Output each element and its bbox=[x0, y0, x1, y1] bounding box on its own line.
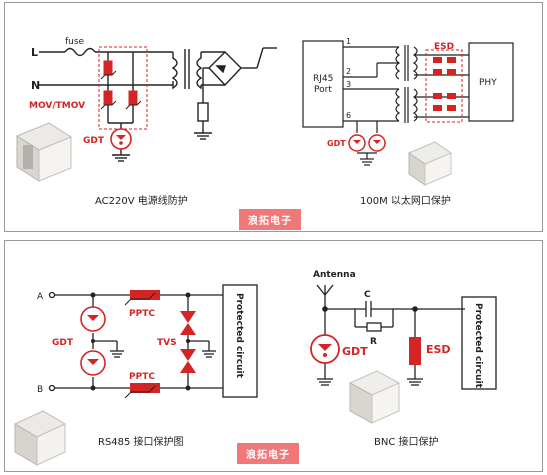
tvs-label: TVS bbox=[157, 338, 177, 348]
pin-1-label: 1 bbox=[346, 37, 351, 46]
rs485-tvs-diodes bbox=[180, 311, 196, 373]
antenna-label: Antenna bbox=[313, 270, 356, 280]
gdt-component-image-rs485 bbox=[13, 410, 67, 466]
gdt-component-image-ac bbox=[15, 122, 73, 182]
rs485-caption: RS485 接口保护图 bbox=[98, 437, 184, 448]
ethernet-gdt-symbols bbox=[348, 134, 386, 152]
resistor-label: R bbox=[370, 337, 377, 347]
bnc-caption: BNC 接口保护 bbox=[374, 437, 439, 448]
ethernet-gdt-label: GDT bbox=[327, 139, 346, 148]
top-panel: L N fuse MOV/TMOV GDT bbox=[4, 2, 543, 232]
esd-dashed-box bbox=[425, 49, 463, 123]
neutral-label: N bbox=[31, 79, 40, 92]
pptc-top-label: PPTC bbox=[129, 309, 155, 319]
pin-6-label: 6 bbox=[346, 111, 351, 120]
top-diagram-svg: L N fuse MOV/TMOV GDT bbox=[15, 37, 514, 186]
bnc-esd-component bbox=[409, 337, 421, 365]
esd-label: ESD bbox=[434, 42, 454, 52]
port-label: Port bbox=[314, 85, 332, 95]
ethernet-caption: 100M 以太网口保护 bbox=[360, 196, 451, 207]
ethernet-esd-diodes bbox=[433, 57, 456, 111]
rs485-gdt-label: GDT bbox=[52, 338, 74, 348]
rj45-label: RJ45 bbox=[313, 74, 333, 84]
fuse-label: fuse bbox=[65, 37, 85, 47]
mov-label: MOV/TMOV bbox=[29, 101, 85, 111]
brand-badge-bottom: 浪拓电子 bbox=[237, 443, 299, 464]
rs485-b-label: B bbox=[37, 385, 43, 395]
rs485-gdt-symbols bbox=[80, 306, 106, 376]
bnc-gdt-label: GDT bbox=[342, 345, 368, 358]
bnc-circuit bbox=[316, 284, 497, 390]
pptc-bottom-label: PPTC bbox=[129, 372, 155, 382]
bnc-dots bbox=[322, 306, 418, 312]
rs485-a-label: A bbox=[37, 292, 44, 302]
mov-dashed-box bbox=[98, 46, 148, 130]
pin-2-label: 2 bbox=[346, 67, 351, 76]
ac-gdt-label: GDT bbox=[83, 136, 105, 146]
bnc-protected-label: Protected circuit bbox=[473, 303, 483, 389]
rs485-dots bbox=[90, 292, 191, 391]
gdt-component-image-ethernet bbox=[407, 141, 453, 186]
line-label: L bbox=[31, 46, 38, 59]
bnc-esd-label: ESD bbox=[426, 343, 451, 356]
bottom-panel: A B GDT PPTC PPTC TVS Protected circuit bbox=[4, 240, 543, 472]
ac-power-circuit bbox=[39, 47, 277, 162]
rs485-protected-label: Protected circuit bbox=[234, 293, 244, 379]
pin-3-label: 3 bbox=[346, 80, 351, 89]
ac-caption: AC220V 电源线防护 bbox=[95, 196, 188, 207]
bottom-diagram-svg: A B GDT PPTC PPTC TVS Protected circuit bbox=[13, 270, 497, 466]
mov-varistors bbox=[100, 60, 142, 110]
bnc-gdt-symbol bbox=[310, 334, 340, 364]
rs485-pptc bbox=[124, 290, 160, 399]
capacitor-label: C bbox=[364, 290, 371, 300]
ac-gdt-symbol bbox=[110, 128, 132, 150]
brand-badge-top: 浪拓电子 bbox=[239, 209, 301, 230]
phy-label: PHY bbox=[479, 78, 497, 88]
gdt-component-image-bnc bbox=[348, 370, 401, 424]
